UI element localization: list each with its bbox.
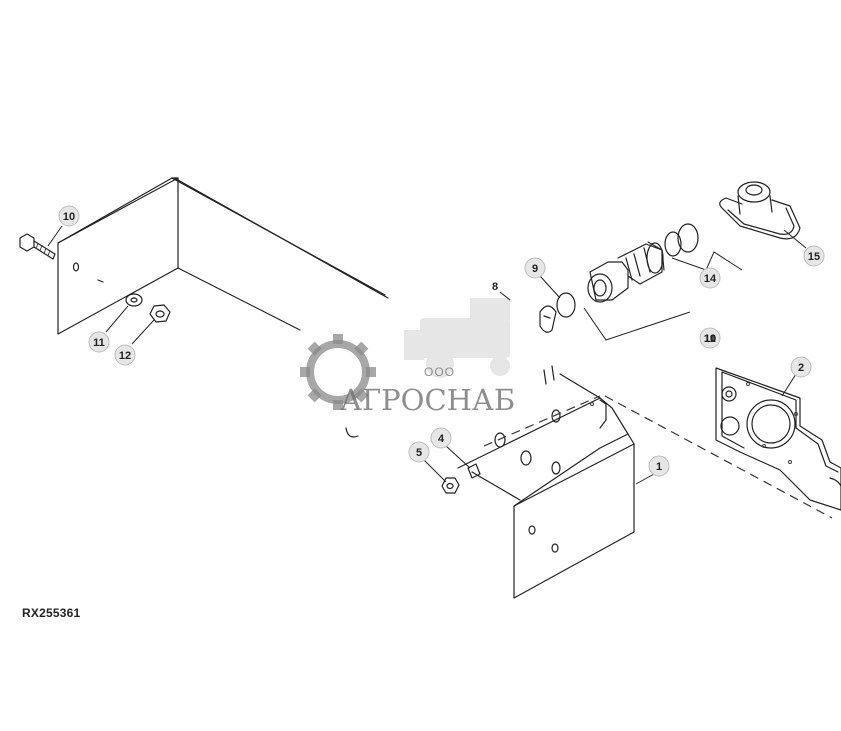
svg-text:2: 2 xyxy=(798,362,804,374)
svg-text:15: 15 xyxy=(808,251,820,263)
callout-15: 15 xyxy=(783,229,825,267)
coupler-10 xyxy=(587,241,665,303)
figure-id: RX255361 xyxy=(22,606,81,620)
o-rings-14 xyxy=(664,223,699,257)
callout-4: 4 xyxy=(430,427,471,469)
label-10: 10 xyxy=(704,333,716,345)
dust-cap-15 xyxy=(719,181,801,240)
nut-5 xyxy=(441,477,460,494)
svg-text:10: 10 xyxy=(63,211,75,223)
svg-text:12: 12 xyxy=(119,350,131,362)
svg-text:8: 8 xyxy=(492,281,498,293)
right-bracket-1 xyxy=(457,365,635,599)
svg-text:11: 11 xyxy=(93,337,105,349)
o-ring-fragment xyxy=(345,427,359,438)
o-ring-9 xyxy=(556,292,576,318)
callout-1: 1 xyxy=(635,455,670,485)
leader-14 xyxy=(671,251,743,271)
bolt-11 xyxy=(19,233,56,260)
callout-5: 5 xyxy=(408,441,447,483)
callout-13: 12 xyxy=(114,319,155,366)
leader-10 xyxy=(583,307,691,341)
svg-text:14: 14 xyxy=(704,273,717,285)
watermark-logo: ООО АГРОСНАБ xyxy=(300,298,515,417)
watermark-prefix: ООО xyxy=(424,365,455,379)
callout-11: 10 xyxy=(47,205,80,247)
svg-text:1: 1 xyxy=(656,461,662,473)
svg-text:9: 9 xyxy=(532,263,538,275)
alignment-lines xyxy=(483,395,833,519)
left-bracket xyxy=(57,177,389,335)
watermark-company-name: АГРОСНАБ xyxy=(340,383,515,417)
gasket-2 xyxy=(715,367,841,511)
callout-8: 8 xyxy=(492,281,511,301)
washer-12 xyxy=(125,293,143,307)
svg-text:4: 4 xyxy=(438,433,445,445)
washer-4 xyxy=(467,463,481,479)
callout-10: 11 10 10 10 10 10 10 10 10 10 10 xyxy=(699,327,721,349)
harvester-icon xyxy=(404,298,510,378)
callout-12: 11 xyxy=(88,305,129,353)
callout-14: 14 xyxy=(699,267,721,289)
svg-text:11: 11 xyxy=(704,333,716,345)
nut-13 xyxy=(149,304,171,323)
svg-text:10: 10 xyxy=(704,333,716,345)
callout-9: 9 xyxy=(524,257,561,299)
callout-2: 2 xyxy=(781,356,812,397)
svg-text:5: 5 xyxy=(416,447,422,459)
retainer-clip-8 xyxy=(539,305,557,333)
